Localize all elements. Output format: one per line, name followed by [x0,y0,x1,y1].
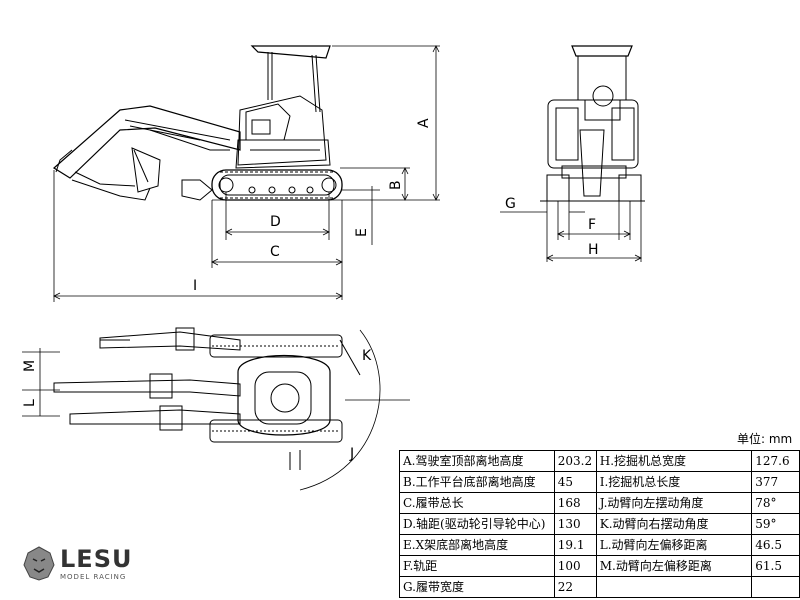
side-view [52,45,343,201]
spec-value: 59° [751,513,800,535]
spec-value: 100 [553,555,597,577]
spec-value: 168 [553,492,597,514]
spec-label: G.履带宽度 [399,576,555,598]
table-row: D.轴距(驱动轮引导轮中心) 130 K.动臂向右摆动角度 59° [399,513,800,535]
table-row: C.履带总长 168 J.动臂向左摆动角度 78° [399,492,800,514]
spec-label: B.工作平台底部离地高度 [399,471,555,493]
spec-label [595,576,753,598]
top-view-dimensions [22,348,60,417]
spec-value: 130 [553,513,597,535]
brand-logo: LESU MODEL RACING [22,545,132,585]
label-L: L [22,399,38,407]
spec-value: 45 [553,471,597,493]
label-C: C [270,244,280,260]
brand-name: LESU [60,545,133,573]
spec-label: L.动臂向左偏移距离 [595,534,753,556]
label-K: K [362,348,372,364]
table-row: F.轨距 100 M.动臂向左偏移距离 61.5 [399,555,800,577]
spec-label: C.履带总长 [399,492,555,514]
table-row: G.履带宽度 22 [399,576,800,598]
table-row: A.驾驶室顶部离地高度 203.2 H.挖掘机总宽度 127.6 [399,450,800,472]
spec-value: 46.5 [751,534,800,556]
spec-label: H.挖掘机总宽度 [595,450,753,472]
spec-label: J.动臂向左摆动角度 [595,492,753,514]
spec-label: M.动臂向左偏移距离 [595,555,753,577]
spec-value: 203.2 [553,450,597,472]
spec-label: D.轴距(驱动轮引导轮中心) [399,513,555,535]
side-view-dimensions [53,45,440,302]
top-view [53,327,410,491]
spec-label: F.轨距 [399,555,555,577]
label-I: I [193,278,197,294]
spec-table: A.驾驶室顶部离地高度 203.2 H.挖掘机总宽度 127.6 B.工作平台底… [399,450,800,598]
label-D: D [270,214,281,230]
spec-label: I.挖掘机总长度 [595,471,753,493]
label-A: A [416,118,432,128]
label-F: F [588,217,596,233]
label-J: J [349,446,354,462]
front-view [540,45,645,202]
spec-label: A.驾驶室顶部离地高度 [399,450,555,472]
brand-subtitle: MODEL RACING [60,573,127,581]
spec-value: 78° [751,492,800,514]
label-B: B [388,180,404,190]
spec-label: K.动臂向右摆动角度 [595,513,753,535]
spec-value: 127.6 [751,450,800,472]
spec-label: E.X架底部离地高度 [399,534,555,556]
spec-value: 22 [553,576,597,598]
table-row: E.X架底部离地高度 19.1 L.动臂向左偏移距离 46.5 [399,534,800,556]
label-G: G [505,196,516,212]
label-E: E [354,228,370,237]
spec-value: 19.1 [553,534,597,556]
label-H: H [588,242,599,258]
lion-head-icon [23,546,55,581]
front-view-dimensions [500,201,642,262]
spec-value [751,576,800,598]
table-row: B.工作平台底部离地高度 45 I.挖掘机总长度 377 [399,471,800,493]
spec-value: 377 [751,471,800,493]
unit-label: 单位: mm [737,432,793,446]
spec-value: 61.5 [751,555,800,577]
label-M: M [22,360,38,372]
